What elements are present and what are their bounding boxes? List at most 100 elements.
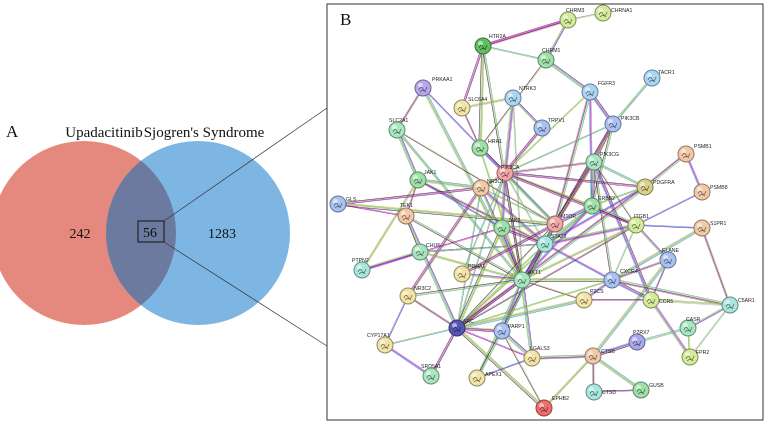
node-label: TACR1 [658, 70, 675, 76]
edge-tacr1-pik3cb [612, 77, 653, 125]
node-tacr1[interactable]: TACR1 [643, 69, 675, 87]
node-circle [523, 349, 541, 367]
node-erbb2[interactable]: ERBB2 [583, 196, 615, 215]
node-ntrk3[interactable]: NTRK3 [504, 86, 536, 107]
edge-jak2-src [455, 227, 504, 329]
node-c5ar1[interactable]: C5AR1 [721, 296, 755, 314]
node-tek1[interactable]: TEK1 [397, 203, 415, 225]
node-ccr5[interactable]: CCR5 [642, 291, 673, 309]
node-psmb8[interactable]: PSMB8 [693, 183, 728, 201]
node-label: PARP1 [508, 324, 525, 330]
right-only-count: 1283 [208, 227, 236, 242]
node-chrm1[interactable]: CHRM1 [537, 48, 561, 69]
node-circle [535, 399, 553, 417]
node-highlight [563, 15, 568, 20]
node-highlight [500, 168, 505, 173]
node-gusb[interactable]: GUSB [632, 381, 664, 399]
node-nr3c1[interactable]: NR3C1 [472, 179, 504, 197]
node-jak2[interactable]: JAK2 [493, 218, 521, 237]
node-prkaa1[interactable]: PRKAA1 [414, 77, 453, 97]
edge-ctsb-gusb [592, 354, 642, 392]
node-cyp17a1[interactable]: CYP17A1 [367, 333, 394, 354]
node-highlight [426, 371, 431, 376]
node-circle [584, 347, 602, 365]
node-pdgfra[interactable]: PDGFRA [636, 178, 675, 196]
node-pik3ca[interactable]: PIK3CA [496, 164, 520, 182]
node-hrh1[interactable]: HRH1 [471, 139, 502, 157]
node-highlight [401, 211, 406, 216]
node-highlight [725, 300, 730, 305]
node-itgb1[interactable]: ITGB1 [627, 214, 649, 234]
node-trpv1[interactable]: TRPV1 [533, 118, 565, 137]
node-chrm3[interactable]: CHRM3 [559, 8, 585, 29]
node-p2rx7[interactable]: P2RX7 [628, 330, 650, 351]
node-htr2a[interactable]: HTR2A [474, 34, 507, 55]
edge-ctsb-ephb2 [543, 355, 594, 409]
node-highlight [683, 323, 688, 328]
edge-slc2a1-mtor [396, 129, 556, 225]
edge-stat3-cxcr4 [544, 242, 613, 282]
node-cxcr4[interactable]: CXCR4 [603, 269, 638, 289]
node-label: GUSB [649, 383, 664, 389]
protein-structure-icon [636, 388, 646, 395]
overlap-count: 56 [143, 226, 157, 241]
node-gls[interactable]: GLS [329, 195, 357, 213]
node-slc6a4[interactable]: SLC6A4 [453, 97, 487, 117]
edge-chuk-akt1 [419, 250, 523, 282]
node-circle [422, 367, 440, 385]
node-label: JAK2 [508, 218, 521, 224]
edge-pik3ca-src [456, 172, 506, 329]
node-casr[interactable]: CASR [679, 317, 701, 337]
edge-ccr5-c5ar1 [650, 298, 731, 307]
node-fpr2[interactable]: FPR2 [681, 348, 709, 366]
node-src[interactable]: SRC [448, 319, 474, 337]
node-pdha1[interactable]: PDHA1 [453, 264, 485, 283]
node-ctsb[interactable]: CTSB [584, 347, 615, 365]
node-highlight [640, 182, 645, 187]
node-highlight [646, 295, 651, 300]
node-label: SLC2A1 [389, 118, 408, 124]
node-highlight [598, 8, 603, 13]
node-label: PRKAA1 [432, 77, 453, 83]
node-fgfr3[interactable]: FGFR3 [581, 81, 615, 101]
node-psmb1[interactable]: PSMB1 [677, 144, 712, 163]
node-label: TEK1 [400, 203, 413, 209]
node-stat3[interactable]: STAT3 [536, 234, 566, 253]
node-circle [397, 207, 415, 225]
node-pik3cg[interactable]: PIK3CG [585, 152, 619, 171]
node-nr3c2[interactable]: NR3C2 [399, 286, 431, 305]
node-ctsd[interactable]: CTSD [585, 383, 616, 401]
node-chuk[interactable]: CHUK [411, 243, 441, 261]
node-label: CYP17A1 [367, 333, 390, 339]
node-pik3cb[interactable]: PIK3CB [604, 115, 640, 133]
edge-pik3ca-pik3cg [504, 160, 595, 175]
node-label: PDHA1 [468, 264, 485, 270]
node-mtor[interactable]: MTOR [546, 214, 576, 233]
edge-lgals3-apex1 [476, 357, 533, 379]
edge-ntrk3-akt1 [512, 97, 523, 281]
node-circle [628, 333, 646, 351]
node-lgals3[interactable]: LGALS3 [523, 346, 550, 367]
node-parp1[interactable]: PARP1 [493, 322, 525, 340]
protein-structure-icon [457, 106, 467, 113]
node-ptpn2[interactable]: PTPN2 [352, 258, 371, 279]
node-s1pr1[interactable]: S1PR1 [693, 219, 727, 237]
node-chrna1[interactable]: CHRNA1 [594, 4, 632, 22]
node-label: PTPN2 [352, 258, 369, 264]
edge-akt1-p2cs [521, 279, 585, 301]
node-highlight [476, 183, 481, 188]
node-akt1[interactable]: AKT1 [513, 270, 541, 289]
node-highlight [681, 149, 686, 154]
protein-structure-icon [540, 242, 550, 249]
node-elane[interactable]: ELANE [659, 248, 680, 269]
node-p2cs[interactable]: P2CS [575, 289, 604, 309]
node-ephb2[interactable]: EPHB2 [535, 396, 569, 417]
node-apex1[interactable]: APEX1 [468, 369, 502, 387]
node-jak1[interactable]: JAK1 [409, 170, 437, 189]
edge-psmb1-pdgfra [643, 152, 688, 189]
protein-structure-icon [539, 406, 549, 413]
edge-htr2a-chrm3 [482, 19, 569, 47]
node-srd5a1[interactable]: SRD5A1 [421, 364, 441, 385]
node-slc2a1[interactable]: SLC2A1 [388, 118, 408, 139]
edge-cxcr4-c5ar1 [611, 278, 731, 307]
